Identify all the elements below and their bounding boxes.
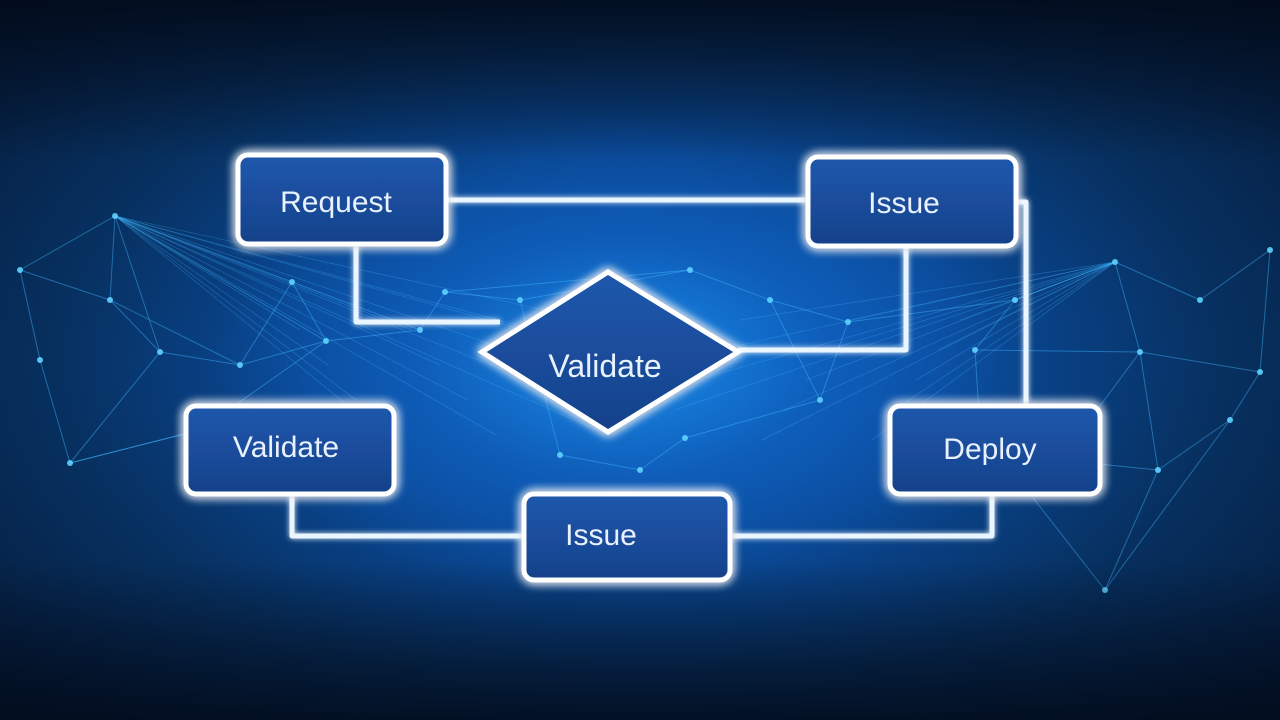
edge-issue-top-validate xyxy=(738,246,909,353)
node-issue-top-label: Issue xyxy=(868,187,940,220)
edge-issue-bottom-deploy xyxy=(730,494,995,539)
edge-validate-left-issue-bottom xyxy=(289,494,524,539)
node-validate-left-box xyxy=(183,403,397,497)
node-issue-top-box xyxy=(805,154,1019,249)
node-request: Request xyxy=(235,152,449,247)
node-issue-bottom: Issue xyxy=(521,491,733,583)
connectors xyxy=(289,197,1029,539)
node-issue-bottom-box xyxy=(521,491,733,583)
node-issue-top: Issue xyxy=(805,154,1019,249)
node-deploy: Deploy xyxy=(887,403,1103,497)
node-request-box xyxy=(235,152,449,247)
edge-request-validate xyxy=(353,244,500,325)
node-validate-left: Validate xyxy=(183,403,397,497)
node-validate-center: Validate xyxy=(477,269,743,435)
node-validate-center-label: Validate xyxy=(548,348,661,384)
node-deploy-box xyxy=(887,403,1103,497)
edge-issue-top-deploy xyxy=(1016,199,1029,404)
node-validate-center-diamond xyxy=(477,269,743,435)
node-deploy-label: Deploy xyxy=(943,433,1036,466)
node-issue-bottom-label: Issue xyxy=(565,519,637,552)
node-validate-left-label: Validate xyxy=(233,431,339,464)
node-request-label: Request xyxy=(280,186,392,219)
